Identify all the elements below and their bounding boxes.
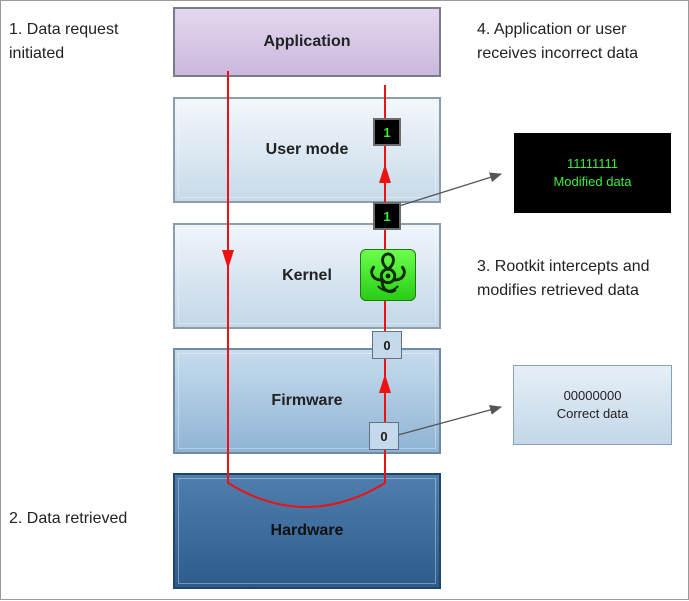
correct-data-value: 00000000 — [563, 388, 622, 403]
user-mode-bit: 1 — [373, 118, 401, 146]
user-mode-layer-label: User mode — [265, 141, 349, 158]
step4-note: 4. Application or user receives incorrec… — [477, 21, 638, 62]
correct-data-callout: 00000000 Correct data — [513, 365, 672, 445]
firmware-layer: Firmware — [173, 348, 441, 454]
hardware-layer-label: Hardware — [270, 522, 344, 539]
modified-data-value: 11111111 — [566, 156, 619, 171]
application-layer-label: Application — [263, 33, 351, 50]
modified-data-label: Modified data — [553, 174, 632, 189]
user-mode-layer: User mode — [173, 97, 441, 203]
step3-note: 3. Rootkit intercepts and modifies retri… — [477, 258, 650, 299]
firmware-top-bit: 0 — [372, 331, 402, 359]
kernel-layer-label: Kernel — [282, 267, 332, 284]
correct-data-label: Correct data — [556, 406, 629, 421]
kernel-top-bit: 1 — [373, 202, 401, 230]
firmware-layer-label: Firmware — [271, 392, 343, 409]
firmware-bottom-bit: 0 — [369, 422, 399, 450]
biohazard-icon — [360, 249, 416, 301]
modified-data-callout: 11111111 Modified data — [514, 133, 671, 213]
step2-note: 2. Data retrieved — [9, 510, 128, 527]
hardware-layer: Hardware — [173, 473, 441, 589]
step1-note: 1. Data request initiated — [9, 21, 119, 62]
application-layer: Application — [173, 7, 441, 77]
